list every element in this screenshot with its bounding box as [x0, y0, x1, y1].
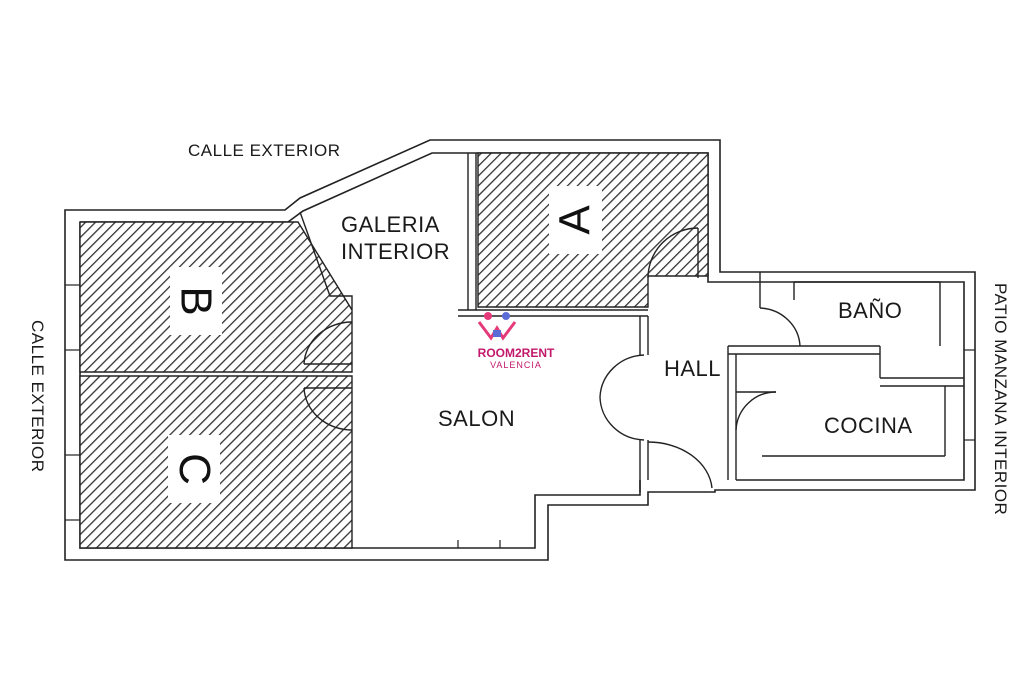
- bedroom-a-letter: A: [550, 205, 600, 235]
- room-label-cocina: COCINA: [824, 413, 913, 438]
- street-label-left: CALLE EXTERIOR: [28, 320, 47, 473]
- bedroom-c-label: C: [168, 435, 220, 503]
- bedroom-b-label: B: [170, 267, 222, 335]
- bedroom-a-label: A: [549, 186, 602, 254]
- window-marks: [65, 284, 975, 548]
- room-label-bano: BAÑO: [838, 298, 903, 323]
- street-label-right: PATIO MANZANA INTERIOR: [991, 283, 1010, 516]
- room-label-hall: HALL: [664, 356, 722, 381]
- logo: ROOM2RENT VALENCIA: [466, 346, 566, 370]
- hall-partition: [599, 316, 649, 492]
- door-swing-a: [647, 227, 699, 279]
- door-swings-bc: [303, 321, 353, 431]
- street-label-top: CALLE EXTERIOR: [188, 141, 341, 160]
- kitchen-partition: [647, 272, 964, 489]
- logo-mark: [477, 312, 517, 341]
- room-label-salon: SALON: [438, 406, 516, 431]
- logo-name: ROOM2RENT: [477, 346, 555, 360]
- bedroom-b-letter: B: [171, 286, 221, 316]
- room-label-galeria-line2: INTERIOR: [341, 239, 451, 264]
- logo-city: VALENCIA: [490, 360, 542, 370]
- bedroom-c-letter: C: [170, 453, 219, 485]
- room-label-galeria-line1: GALERIA: [341, 212, 440, 237]
